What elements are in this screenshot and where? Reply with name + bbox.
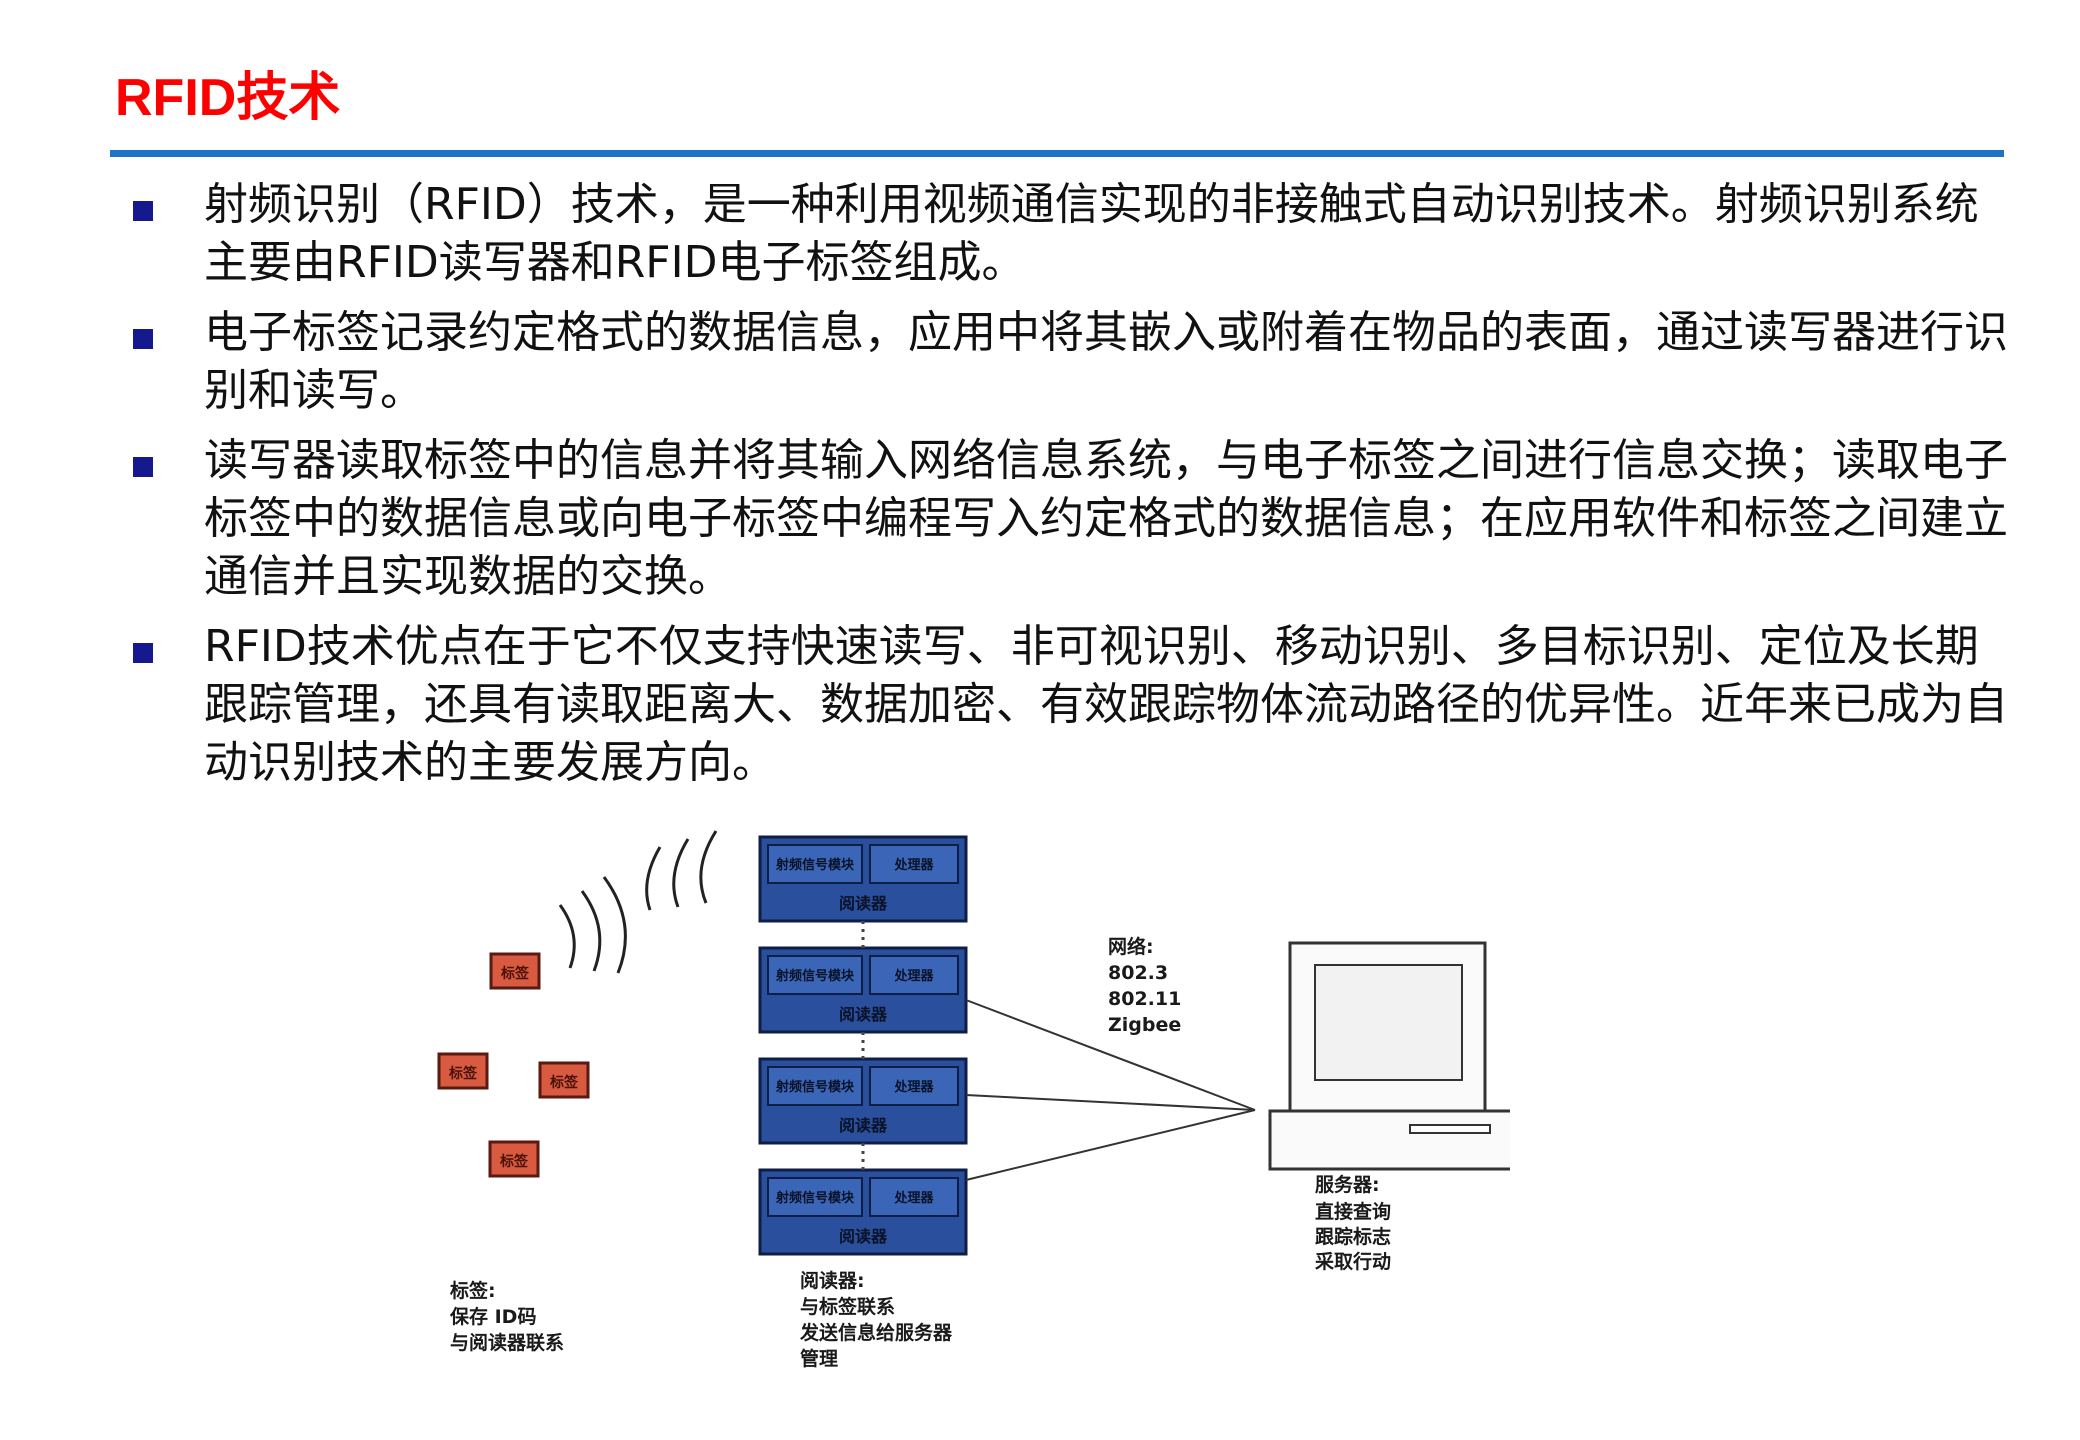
square-bullet-icon <box>133 329 153 349</box>
reader-name-label: 阅读器 <box>839 1005 888 1024</box>
bullet-item: RFID技术优点在于它不仅支持快速读写、非可视识别、移动识别、多目标识别、定位及… <box>130 618 2010 792</box>
reader-unit: 射频信号模块 处理器 阅读器 <box>758 1057 968 1145</box>
server-caption-line: 采取行动 <box>1315 1250 1391 1273</box>
bullet-item: 射频识别（RFID）技术，是一种利用视频通信实现的非接触式自动识别技术。射频识别… <box>130 176 2010 292</box>
reader-processor-label: 处理器 <box>893 857 934 873</box>
network-caption-line: 802.11 <box>1108 988 1181 1010</box>
network-caption-line: 802.3 <box>1108 962 1168 984</box>
reader-unit: 射频信号模块 处理器 阅读器 <box>758 835 968 923</box>
reader-caption-heading: 阅读器: <box>800 1269 865 1292</box>
reader-processor-label: 处理器 <box>893 1190 934 1206</box>
server-caption-heading: 服务器: <box>1315 1173 1380 1196</box>
network-link-lines <box>965 999 1256 1181</box>
reader-caption-line: 发送信息给服务器 <box>799 1321 953 1344</box>
reader-caption: 阅读器: 与标签联系 发送信息给服务器 管理 <box>799 1269 953 1370</box>
reader-rf-module-label: 射频信号模块 <box>775 1190 855 1206</box>
square-bullet-icon <box>133 457 153 477</box>
bullet-list: 射频识别（RFID）技术，是一种利用视频通信实现的非接触式自动识别技术。射频识别… <box>130 176 2010 804</box>
rfid-tag: 标签 <box>538 1061 590 1099</box>
bullet-text: 电子标签记录约定格式的数据信息，应用中将其嵌入或附着在物品的表面，通过读写器进行… <box>204 307 2008 416</box>
slide-title: RFID技术 <box>115 69 341 127</box>
tags-caption-heading: 标签: <box>450 1279 496 1302</box>
bullet-item: 电子标签记录约定格式的数据信息，应用中将其嵌入或附着在物品的表面，通过读写器进行… <box>130 304 2010 420</box>
reader-name-label: 阅读器 <box>839 894 888 913</box>
bullet-text: 射频识别（RFID）技术，是一种利用视频通信实现的非接触式自动识别技术。射频识别… <box>204 179 1979 288</box>
reader-caption-line: 与标签联系 <box>800 1295 895 1318</box>
network-caption-line: Zigbee <box>1108 1014 1181 1036</box>
reader-name-label: 阅读器 <box>839 1227 888 1246</box>
server-caption-line: 跟踪标志 <box>1315 1225 1391 1248</box>
tags-caption-line: 与阅读器联系 <box>450 1331 564 1354</box>
square-bullet-icon <box>133 643 153 663</box>
reader-caption-line: 管理 <box>800 1347 838 1370</box>
server-computer-icon <box>1268 941 1510 1171</box>
rfid-tag: 标签 <box>488 1140 540 1178</box>
rfid-system-diagram: 射频信号模块 处理器 阅读器 射频信号模块 处理器 阅读器 射频信号模块 处理器… <box>437 830 1510 1370</box>
tag-label: 标签 <box>549 1074 579 1091</box>
bullet-text: 读写器读取标签中的信息并将其输入网络信息系统，与电子标签之间进行信息交换；读取电… <box>204 435 2008 602</box>
server-caption-line: 直接查询 <box>1315 1200 1391 1223</box>
reader-rf-module-label: 射频信号模块 <box>775 968 855 984</box>
square-bullet-icon <box>133 201 153 221</box>
rfid-tag: 标签 <box>437 1052 489 1090</box>
reader-unit: 射频信号模块 处理器 阅读器 <box>758 1168 968 1256</box>
reader-processor-label: 处理器 <box>893 1079 934 1095</box>
network-caption-heading: 网络: <box>1108 935 1154 958</box>
title-underline <box>110 150 2004 157</box>
bullet-text: RFID技术优点在于它不仅支持快速读写、非可视识别、移动识别、多目标识别、定位及… <box>204 621 2008 788</box>
network-caption: 网络: 802.3 802.11 Zigbee <box>1108 935 1181 1036</box>
tag-label: 标签 <box>500 965 530 982</box>
tags-caption: 标签: 保存 ID码 与阅读器联系 <box>449 1279 564 1354</box>
tag-label: 标签 <box>499 1153 529 1170</box>
reader-unit: 射频信号模块 处理器 阅读器 <box>758 946 968 1034</box>
reader-rf-module-label: 射频信号模块 <box>775 857 855 873</box>
bullet-item: 读写器读取标签中的信息并将其输入网络信息系统，与电子标签之间进行信息交换；读取电… <box>130 432 2010 606</box>
tag-label: 标签 <box>448 1065 478 1082</box>
reader-rf-module-label: 射频信号模块 <box>775 1079 855 1095</box>
tags-caption-line: 保存 ID码 <box>449 1305 536 1328</box>
rfid-tag: 标签 <box>489 952 541 990</box>
radio-waves-icon <box>558 830 718 974</box>
server-caption: 服务器: 直接查询 跟踪标志 采取行动 <box>1315 1173 1391 1273</box>
reader-processor-label: 处理器 <box>893 968 934 984</box>
reader-name-label: 阅读器 <box>839 1116 888 1135</box>
